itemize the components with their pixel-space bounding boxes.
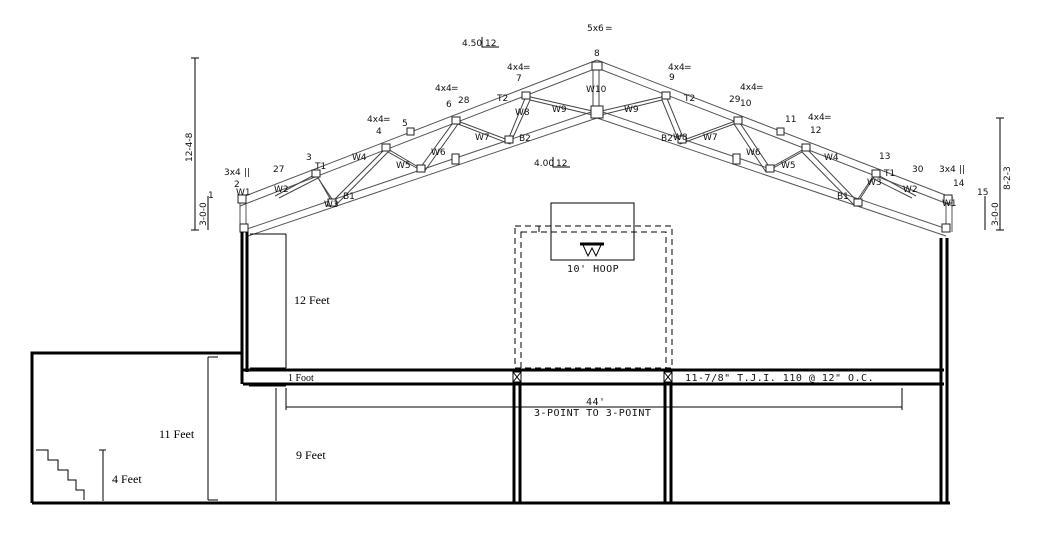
- joint-label: 14: [953, 179, 965, 189]
- joint-label: 3: [306, 153, 312, 163]
- plate-label: 3x4: [939, 165, 956, 175]
- joist-note: 11-7/8" T.J.I. 110 @ 12" O.C.: [685, 373, 874, 384]
- member-label: T1: [883, 169, 895, 179]
- joint-label: 7: [516, 74, 522, 84]
- member-label: W5: [396, 161, 411, 171]
- joint-label: 29: [729, 95, 741, 105]
- member-label: W1: [236, 188, 251, 198]
- member-label: W2: [274, 185, 289, 195]
- plate-label: 4x4: [367, 115, 384, 125]
- basketball-hoop: 10' HOOP: [514, 202, 673, 371]
- member-label: B1: [837, 192, 849, 202]
- svg-text:=: =: [523, 63, 531, 73]
- joint-label: 10: [740, 99, 752, 109]
- bottom-pitch-unit: 12: [556, 159, 567, 169]
- member-label: W6: [431, 148, 446, 158]
- member-label: W10: [586, 85, 607, 95]
- member-label: W8: [673, 133, 688, 143]
- lower-height-label: 9 Feet: [296, 448, 326, 462]
- member-label: T2: [683, 94, 695, 104]
- svg-text:=: =: [451, 84, 459, 94]
- svg-text:=: =: [383, 115, 391, 125]
- joint-label: 11: [785, 115, 796, 125]
- joint-label: 9: [669, 73, 675, 83]
- svg-text:=: =: [824, 113, 832, 123]
- member-label: W4: [824, 153, 839, 163]
- building-structure: [30, 232, 950, 505]
- floor-thickness-label: 1 Foot: [288, 373, 314, 384]
- plate-label: 4x4: [507, 63, 524, 73]
- court-width-desc: 3-POINT TO 3-POINT: [534, 408, 651, 419]
- plate-label: 4x4: [740, 83, 757, 93]
- member-label: W5: [781, 161, 796, 171]
- joint-label: 6: [446, 100, 452, 110]
- plate-label: 5x6: [587, 24, 604, 34]
- plate-label: 4x4: [668, 63, 685, 73]
- svg-text:||: ||: [959, 165, 965, 175]
- joint-label: 27: [273, 165, 284, 175]
- member-label: W8: [515, 108, 530, 118]
- member-label: B2: [519, 134, 531, 144]
- member-label: W3: [867, 178, 882, 188]
- joint-label: 13: [879, 152, 890, 162]
- joint-label: 8: [594, 49, 600, 59]
- member-label: B1: [343, 192, 355, 202]
- member-label: T2: [496, 94, 508, 104]
- right-heel-height: 3-0-0: [991, 202, 1001, 226]
- roof-truss: [237, 59, 954, 237]
- joint-label: 4: [376, 127, 382, 137]
- left-truss-height: 12-4-8: [185, 132, 195, 162]
- plate-label: 3x4: [224, 168, 241, 178]
- top-pitch-unit: 12: [485, 39, 496, 49]
- member-label: W9: [552, 105, 567, 115]
- member-label: W7: [703, 133, 718, 143]
- member-label: W4: [352, 153, 367, 163]
- joint-label: 1: [208, 191, 214, 201]
- member-label: T1: [314, 162, 326, 172]
- member-label: W7: [475, 133, 490, 143]
- svg-text:=: =: [756, 83, 764, 93]
- bottom-pitch: 4.00: [534, 159, 554, 169]
- joint-label: 28: [458, 96, 470, 106]
- plate-label: 4x4: [435, 84, 452, 94]
- joint-label: 5: [402, 119, 408, 129]
- left-heel-height: 3-0-0: [199, 202, 209, 226]
- left-room-height-label: 11 Feet: [159, 427, 195, 441]
- member-label: W9: [624, 105, 639, 115]
- joint-label: 30: [912, 165, 924, 175]
- svg-text:||: ||: [244, 168, 250, 178]
- joint-label: 15: [977, 188, 988, 198]
- svg-text:=: =: [605, 24, 613, 34]
- right-truss-height: 8-2-3: [1003, 166, 1013, 190]
- member-label: W3: [324, 200, 339, 210]
- plate-label: 4x4: [808, 113, 825, 123]
- member-label: W2: [903, 185, 918, 195]
- member-label: W1: [942, 199, 957, 209]
- truss-labels: 5x6 = 8 4x4 = 7 4x4 = 9 4x4 = 6 28 4x4 =…: [185, 24, 1013, 231]
- member-label: W6: [746, 148, 761, 158]
- svg-text:=: =: [684, 63, 692, 73]
- joint-label: 12: [810, 126, 821, 136]
- hoop-label: 10' HOOP: [567, 264, 619, 275]
- joint-label: 2: [234, 180, 240, 190]
- stair-height-label: 4 Feet: [112, 472, 142, 486]
- top-pitch: 4.50: [462, 39, 482, 49]
- member-label: B2: [661, 134, 673, 144]
- court-width-label: 44': [586, 397, 606, 408]
- ceiling-height-label: 12 Feet: [294, 293, 330, 307]
